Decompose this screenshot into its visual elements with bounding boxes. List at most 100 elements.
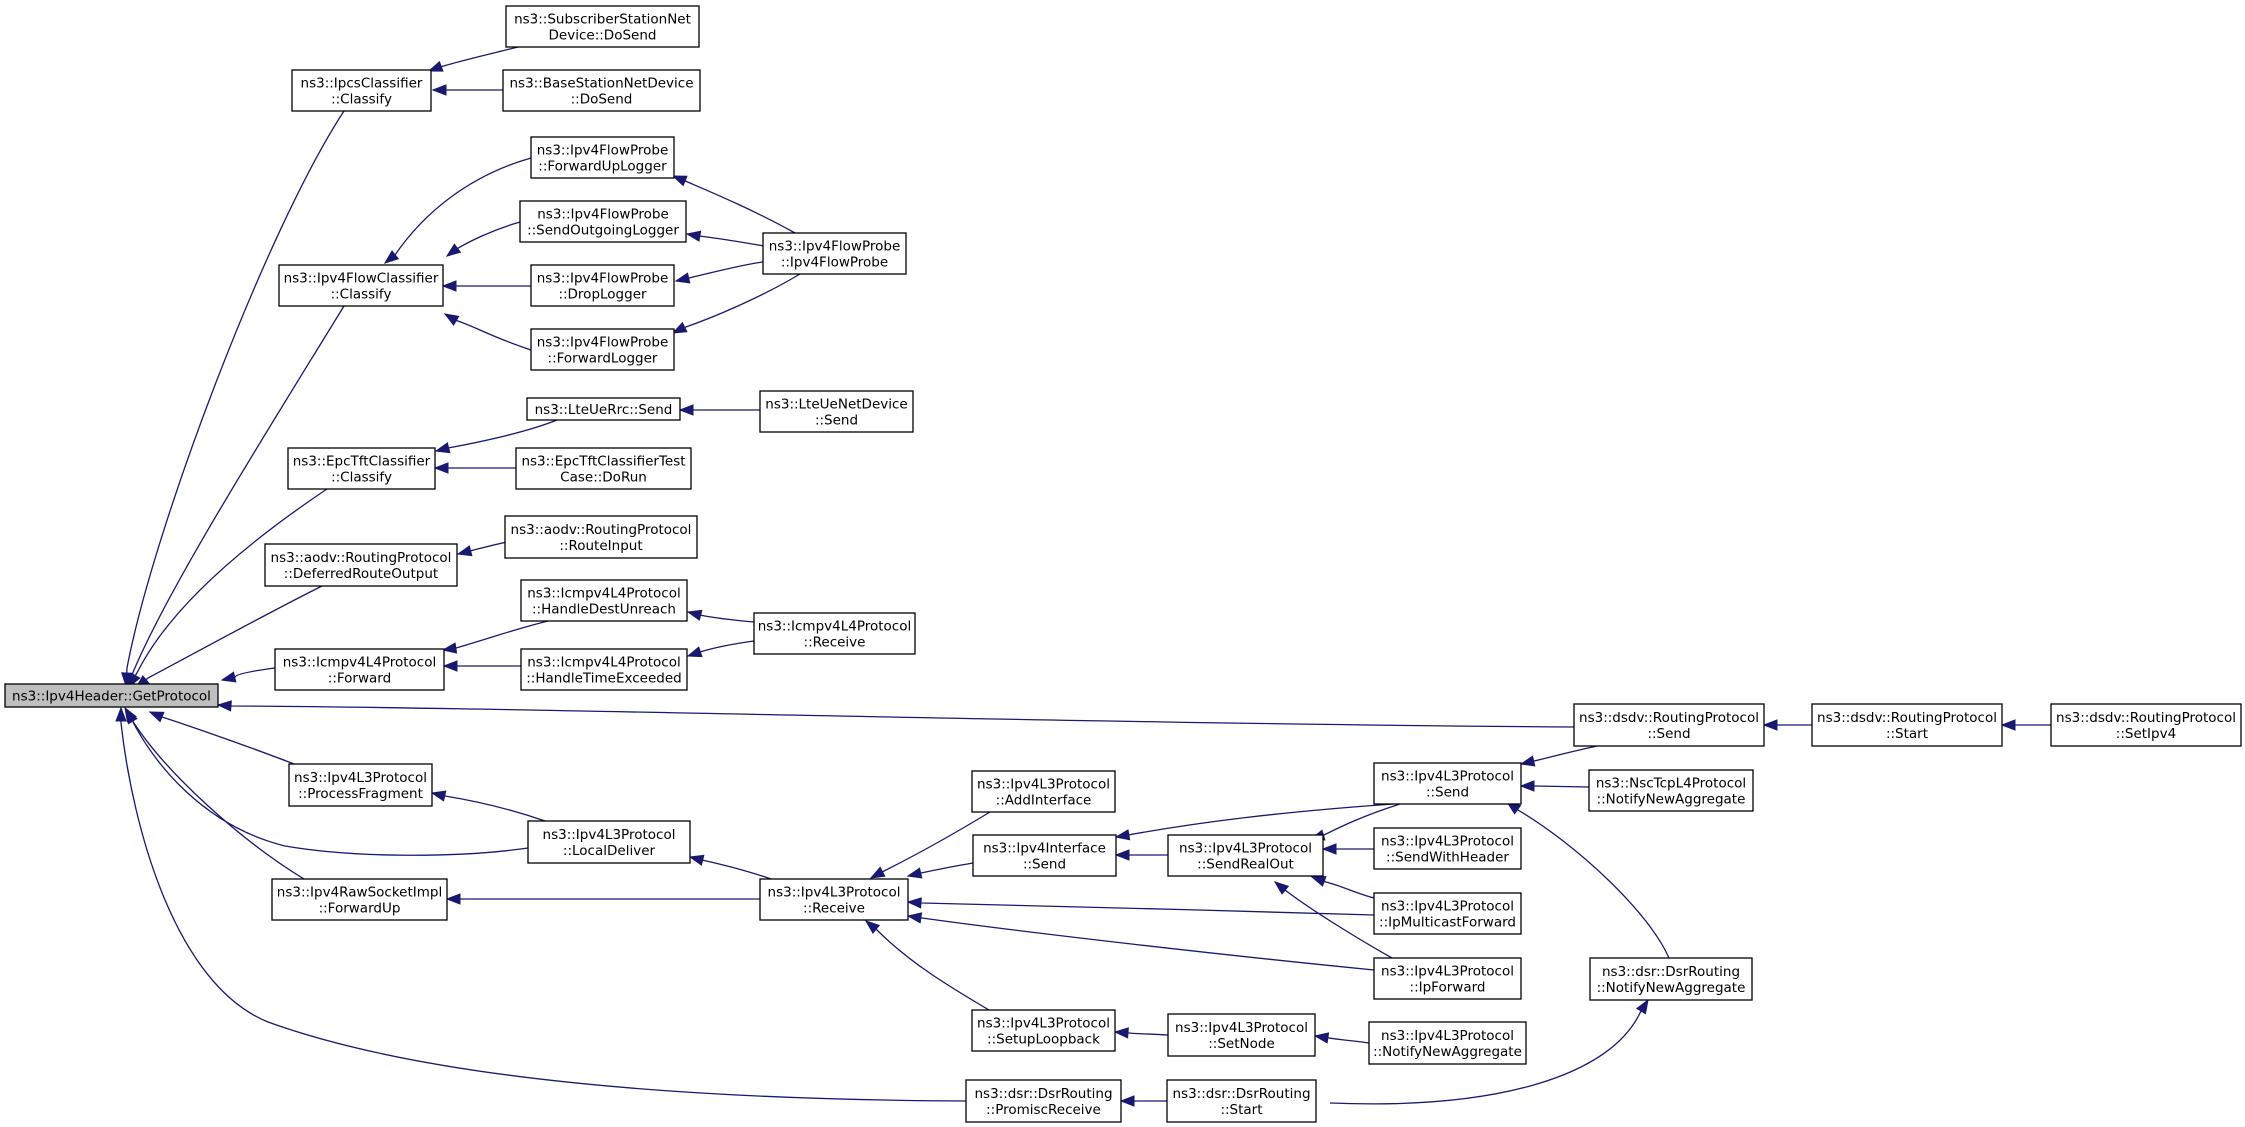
graph-node-n15[interactable]: ns3::aodv::RoutingProtocol::RouteInput — [504, 515, 698, 559]
nodes-layer: ns3::Ipv4Header::GetProtocol ns3::IpcsCla… — [4, 5, 2242, 1123]
graph-node-n22[interactable]: ns3::dsdv::RoutingProtocol::SetIpv4 — [2050, 703, 2242, 747]
edge-line — [435, 419, 558, 452]
node-box — [530, 328, 675, 371]
node-label-line: ns3::aodv::RoutingProtocol — [511, 522, 692, 538]
node-box — [1589, 957, 1753, 1001]
graph-node-n17[interactable]: ns3::Icmpv4L4Protocol::HandleDestUnreach — [520, 579, 688, 622]
node-box — [502, 69, 701, 112]
node-box — [527, 820, 691, 864]
edge-line — [1274, 881, 1393, 959]
graph-node-n10[interactable]: ns3::EpcTftClassifier::Classify — [287, 447, 436, 490]
node-label-line: ::DeferredRouteOutput — [284, 566, 438, 582]
graph-node-n40[interactable]: ns3::dsr::DsrRouting::Start — [1166, 1079, 1317, 1123]
node-box — [1373, 957, 1522, 1000]
node-box — [2050, 703, 2242, 747]
edge-n34-to-n29 — [1273, 881, 1393, 959]
graph-node-n4[interactable]: ns3::Ipv4FlowClassifier::Classify — [278, 264, 444, 307]
graph-node-n14[interactable]: ns3::aodv::RoutingProtocol::DeferredRout… — [264, 543, 458, 587]
edge-line — [870, 811, 991, 879]
node-box — [762, 232, 907, 275]
node-box — [504, 515, 698, 559]
graph-node-n18[interactable]: ns3::Icmpv4L4Protocol::HandleTimeExceede… — [520, 648, 688, 691]
graph-node-n35[interactable]: ns3::dsr::DsrRouting::NotifyNewAggregate — [1589, 957, 1753, 1001]
graph-node-n37[interactable]: ns3::Ipv4L3Protocol::SetNode — [1167, 1013, 1316, 1057]
node-box — [515, 447, 692, 490]
graph-node-n30[interactable]: ns3::Ipv4L3Protocol::Send — [1373, 762, 1522, 805]
node-label-line: ns3::Ipv4L3Protocol — [1381, 769, 1514, 785]
edge-line — [128, 488, 328, 688]
arrowhead-icon — [216, 700, 232, 712]
graph-node-n8[interactable]: ns3::Ipv4FlowProbe::ForwardLogger — [530, 328, 675, 371]
graph-node-n9[interactable]: ns3::Ipv4FlowProbe::Ipv4FlowProbe — [762, 232, 907, 275]
node-label-line: ::NotifyNewAggregate — [1373, 1044, 1522, 1060]
node-label-line: ::Send — [1023, 857, 1066, 873]
graph-node-n23[interactable]: ns3::Ipv4L3Protocol::ProcessFragment — [288, 763, 433, 807]
edge-line — [149, 711, 295, 765]
graph-node-n28[interactable]: ns3::Ipv4Interface::Send — [972, 834, 1117, 877]
graph-node-n29[interactable]: ns3::Ipv4L3Protocol::SendRealOut — [1167, 834, 1324, 877]
node-label-line: ::AddInterface — [996, 793, 1092, 809]
edge-line — [124, 707, 529, 856]
arrowhead-icon — [441, 642, 458, 654]
node-box — [520, 648, 688, 691]
arrowhead-icon — [1636, 998, 1649, 1015]
node-label-line: ::SetIpv4 — [2116, 726, 2176, 742]
graph-node-n24[interactable]: ns3::Ipv4L3Protocol::LocalDeliver — [527, 820, 691, 864]
graph-node-n34[interactable]: ns3::Ipv4L3Protocol::IpForward — [1373, 957, 1522, 1000]
graph-node-n25[interactable]: ns3::Ipv4RawSocketImpl::ForwardUp — [271, 878, 448, 921]
node-box — [288, 763, 433, 807]
arrowhead-icon — [1313, 1032, 1330, 1044]
graph-node-n12[interactable]: ns3::LteUeNetDevice::Send — [759, 390, 914, 433]
node-label-line: ns3::Ipv4FlowClassifier — [284, 271, 439, 287]
graph-node-n26[interactable]: ns3::Ipv4L3Protocol::Receive — [759, 878, 909, 921]
edge-n37-to-n36 — [1113, 1027, 1169, 1039]
graph-node-n21[interactable]: ns3::dsdv::RoutingProtocol::Start — [1811, 703, 2003, 747]
graph-node-n11[interactable]: ns3::LteUeRrc::Send — [526, 397, 681, 421]
graph-node-n31[interactable]: ns3::NscTcpL4Protocol::NotifyNewAggregat… — [1588, 769, 1754, 812]
node-label-line: ns3::Ipv4L3Protocol — [1381, 1028, 1514, 1044]
arrowhead-icon — [1114, 829, 1131, 841]
node-box — [971, 770, 1116, 813]
graph-node-n27[interactable]: ns3::Ipv4L3Protocol::AddInterface — [971, 770, 1116, 813]
graph-node-n7[interactable]: ns3::Ipv4FlowProbe::DropLogger — [530, 264, 675, 307]
graph-node-n6[interactable]: ns3::Ipv4FlowProbe::SendOutgoingLogger — [519, 200, 687, 243]
graph-node-n3[interactable]: ns3::BaseStationNetDevice::DoSend — [502, 69, 701, 112]
arrowhead-icon — [433, 462, 449, 474]
graph-node-n16[interactable]: ns3::Icmpv4L4Protocol::Forward — [274, 648, 445, 691]
node-box — [1166, 1079, 1317, 1123]
node-label-line: ns3::dsr::DsrRouting — [1602, 964, 1740, 980]
node-box — [274, 648, 445, 691]
node-label-line: ::DoSend — [571, 92, 633, 108]
graph-node-n20[interactable]: ns3::dsdv::RoutingProtocol::Send — [1573, 703, 1765, 747]
edge-n32-to-n29 — [1321, 843, 1374, 855]
edge-n27-to-n26 — [869, 811, 991, 879]
edge-n35-to-n30 — [1505, 801, 1670, 959]
node-label-line: ::SetNode — [1208, 1036, 1275, 1052]
edge-line — [125, 110, 345, 687]
graph-node-n1[interactable]: ns3::IpcsClassifier::Classify — [291, 69, 432, 112]
edge-n9-to-n8 — [671, 273, 801, 334]
edge-n26-to-n24 — [688, 854, 772, 880]
graph-node-n39[interactable]: ns3::dsr::DsrRouting::PromiscReceive — [965, 1079, 1122, 1123]
graph-node-n36[interactable]: ns3::Ipv4L3Protocol::SetupLoopback — [971, 1009, 1116, 1052]
node-label-line: ::Ipv4FlowProbe — [781, 255, 888, 271]
edge-n24-to-n23 — [430, 790, 546, 822]
arrowhead-icon — [686, 646, 703, 658]
arrowhead-icon — [445, 893, 461, 905]
edge-line — [865, 920, 990, 1011]
graph-node-n0[interactable]: ns3::Ipv4Header::GetProtocol — [4, 683, 219, 708]
graph-node-n5[interactable]: ns3::Ipv4FlowProbe::ForwardUpLogger — [530, 136, 675, 179]
node-label-line: ::Classify — [331, 470, 392, 486]
edge-n2-to-n1 — [427, 46, 519, 72]
graph-node-n19[interactable]: ns3::Icmpv4L4Protocol::Receive — [753, 612, 916, 655]
graph-node-n32[interactable]: ns3::Ipv4L3Protocol::SendWithHeader — [1373, 827, 1522, 870]
graph-node-n33[interactable]: ns3::Ipv4L3Protocol::IpMulticastForward — [1373, 892, 1522, 935]
node-label-line: ns3::dsr::DsrRouting — [974, 1086, 1112, 1102]
node-label-line: ns3::EpcTftClassifier — [293, 454, 431, 470]
node-label-line: ::SetupLoopback — [987, 1032, 1100, 1048]
graph-node-n38[interactable]: ns3::Ipv4L3Protocol::NotifyNewAggregate — [1368, 1021, 1527, 1065]
arrowhead-icon — [443, 313, 460, 326]
